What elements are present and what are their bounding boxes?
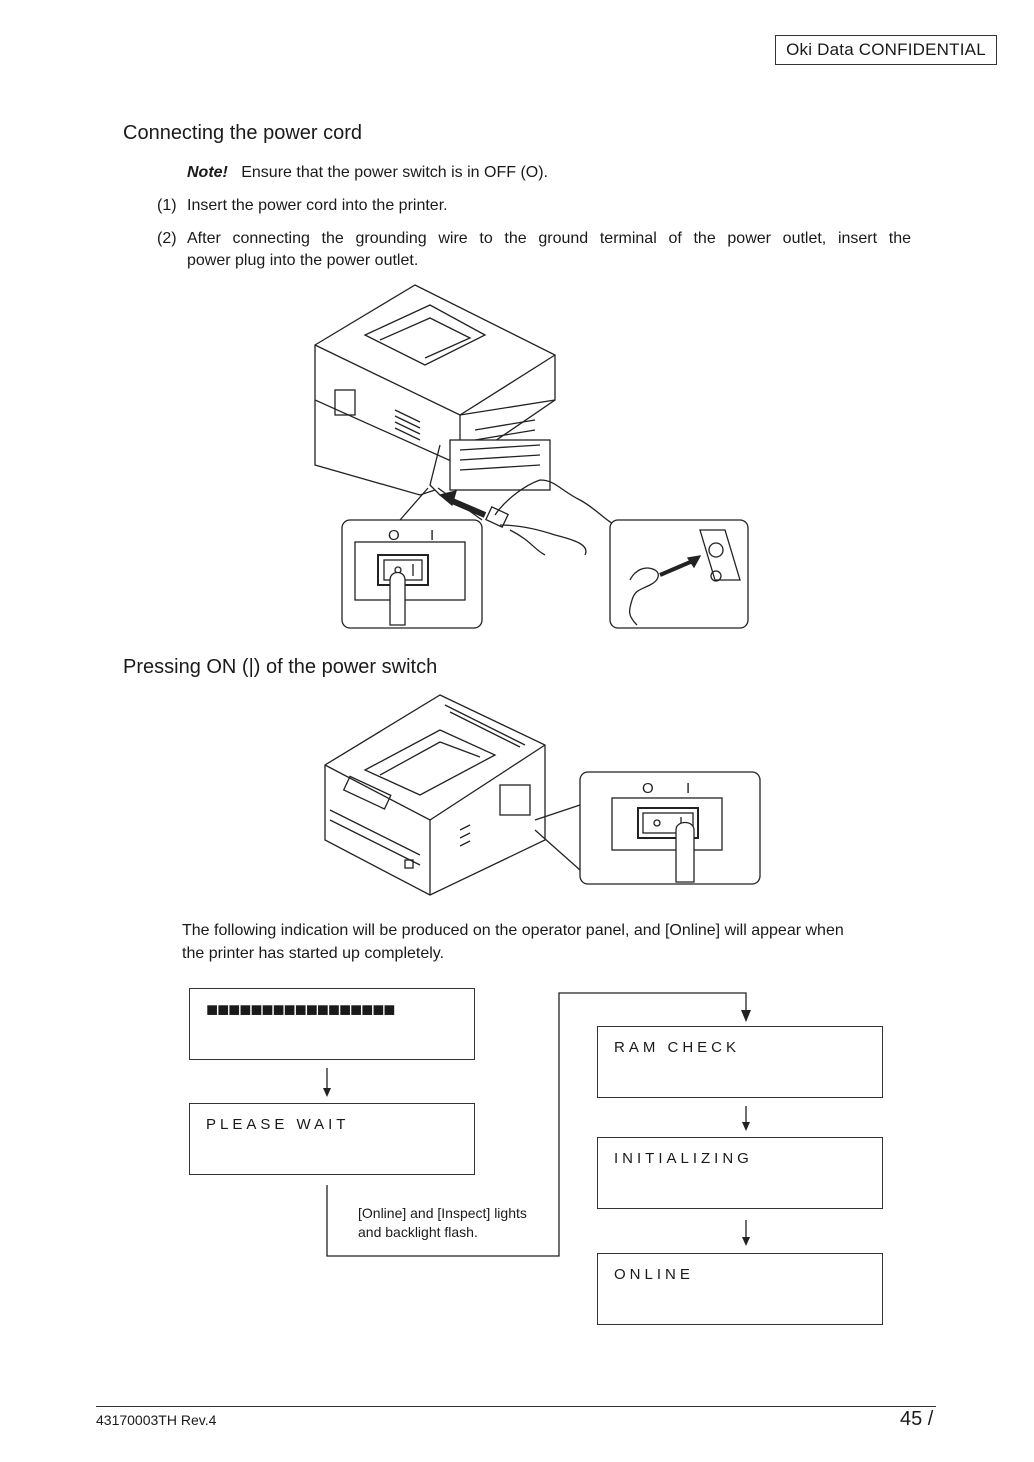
panel-initializing-text: INITIALIZING — [614, 1150, 753, 1167]
progress-blocks: ■■■■■■■■■■■■■■■■■ — [206, 999, 395, 1021]
panel-initializing: INITIALIZING — [597, 1137, 883, 1209]
panel-ram-check-text: RAM CHECK — [614, 1039, 741, 1056]
switch-label-on: I — [430, 527, 434, 544]
step-1-text: Insert the power cord into the printer. — [187, 197, 448, 214]
panel-online: ONLINE — [597, 1253, 883, 1325]
panel-progress-bar: ■■■■■■■■■■■■■■■■■ — [189, 988, 475, 1060]
switch-label-off: O — [388, 527, 400, 544]
description-line1: The following indication will be produce… — [182, 922, 844, 939]
confidential-label: Oki Data CONFIDENTIAL — [775, 35, 997, 65]
switch-label-on-2: I — [686, 780, 690, 797]
switch-label-off-2: O — [642, 780, 654, 797]
panel-please-wait: PLEASE WAIT — [189, 1103, 475, 1175]
section-title-power-cord: Connecting the power cord — [123, 122, 363, 144]
footer-doc-id: 43170003TH Rev.4 — [96, 1412, 217, 1428]
note-label: Note! — [187, 164, 228, 181]
note-text: Ensure that the power switch is in OFF (… — [241, 164, 548, 181]
step-2-text-line2: power plug into the power outlet. — [187, 252, 419, 269]
step-2-text-line1: After connecting the grounding wire to t… — [187, 230, 911, 247]
step-1-number: (1) — [157, 197, 177, 214]
footer-page-number: 45 / — [900, 1408, 934, 1430]
note: Note! Ensure that the power switch is in… — [187, 162, 548, 184]
flow-note-line1: [Online] and [Inspect] lights — [358, 1205, 527, 1221]
flow-note-line2: and backlight flash. — [358, 1224, 478, 1240]
step-2-number: (2) — [157, 230, 177, 247]
description-line2: the printer has started up completely. — [182, 945, 445, 962]
panel-ram-check: RAM CHECK — [597, 1026, 883, 1098]
printer-rear-illustration: O I — [314, 284, 749, 629]
section-title-power-on: Pressing ON (|) of the power switch — [123, 656, 438, 678]
printer-front-illustration: O I — [324, 694, 761, 896]
footer-rule — [96, 1406, 936, 1407]
flow-note: [Online] and [Inspect] lights and backli… — [358, 1204, 527, 1242]
panel-online-text: ONLINE — [614, 1266, 694, 1283]
panel-please-wait-text: PLEASE WAIT — [206, 1116, 350, 1133]
